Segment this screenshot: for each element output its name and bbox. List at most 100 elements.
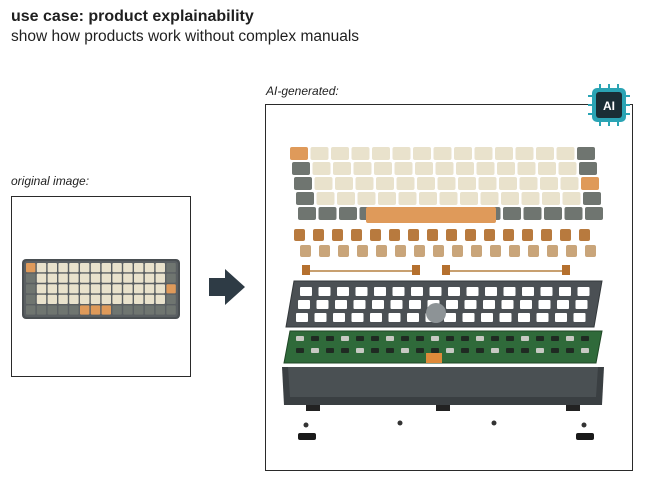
keycap [519,177,538,190]
keycap [551,336,559,341]
keycap [69,284,79,294]
keycap [394,162,413,175]
keycap [80,305,90,315]
keycap [58,305,68,315]
keycap-layer [290,147,603,223]
keycap [331,147,349,160]
keycap [466,287,479,296]
keycap [355,177,374,190]
keycap [326,348,334,353]
keycap [335,300,347,309]
keycap [69,263,79,273]
keycap [26,284,36,294]
keycap [503,229,514,241]
keycap [341,336,349,341]
keycap [26,273,36,283]
keycap [144,305,155,315]
keycap [357,192,376,205]
keycap [431,336,439,341]
keycap [311,336,319,341]
page-title: use case: product explainability [11,8,254,25]
keycap [491,336,499,341]
keycap [503,207,521,220]
keycap [476,162,495,175]
keycap [58,294,68,304]
keycap [36,273,47,283]
keycap [112,294,122,304]
keycap [416,336,424,341]
keycap [409,300,421,309]
keycap [36,305,47,315]
keycap [501,300,514,309]
keycap [58,263,68,273]
keycap [437,177,456,190]
keycap [427,229,438,241]
keyboard-photo [22,259,180,319]
keycap [585,245,596,257]
keycap [413,147,431,160]
keycap [581,336,589,341]
keycap [351,229,362,241]
keycap [112,263,122,273]
keycap [112,284,122,294]
keycap [392,287,405,296]
keycap [101,294,111,304]
keycap [433,245,444,257]
keycap [90,294,101,304]
keycap [123,273,133,283]
keycap [522,229,533,241]
keycap [461,336,469,341]
keycap [506,336,514,341]
keycap [520,300,532,309]
keycap [112,273,122,283]
keycap [541,229,552,241]
keycap [547,245,558,257]
keycap [90,284,101,294]
keycap [47,263,57,273]
keycap [134,284,144,294]
keycap [559,287,571,296]
keycap [372,147,390,160]
keycap [521,348,529,353]
keycap [313,229,324,241]
keycap [155,284,165,294]
original-image-frame [11,196,191,377]
keycap [560,177,579,190]
keycap [540,287,553,296]
keycap [564,207,583,220]
keycap [536,147,554,160]
keycap [69,305,79,315]
keycap [462,313,475,322]
keycap [551,348,559,353]
keycap [166,294,176,304]
keycap [476,336,484,341]
keycap [123,294,133,304]
keycap [166,273,176,283]
keycap [134,263,144,273]
keycap [69,273,79,283]
keycap [310,147,329,160]
keycap [101,305,111,315]
keycap [522,287,534,296]
keycap [446,300,458,309]
keycap [337,287,349,296]
keycap [490,245,501,257]
keycap [415,162,433,175]
keycap [90,263,101,273]
ai-chip-icon: AI [588,84,630,126]
keycap [134,294,144,304]
keycap [419,192,437,205]
ai-generated-caption: AI-generated: [266,84,339,98]
keycap [386,336,394,341]
keycap [134,305,144,315]
keycap [58,273,68,283]
keycap [558,162,577,175]
keycap [311,348,319,353]
keycap [333,162,351,175]
keycap [370,229,381,241]
keycap [476,348,484,353]
keycap [478,177,497,190]
keycap [337,192,355,205]
keycap [69,294,79,304]
keycap [355,287,368,296]
